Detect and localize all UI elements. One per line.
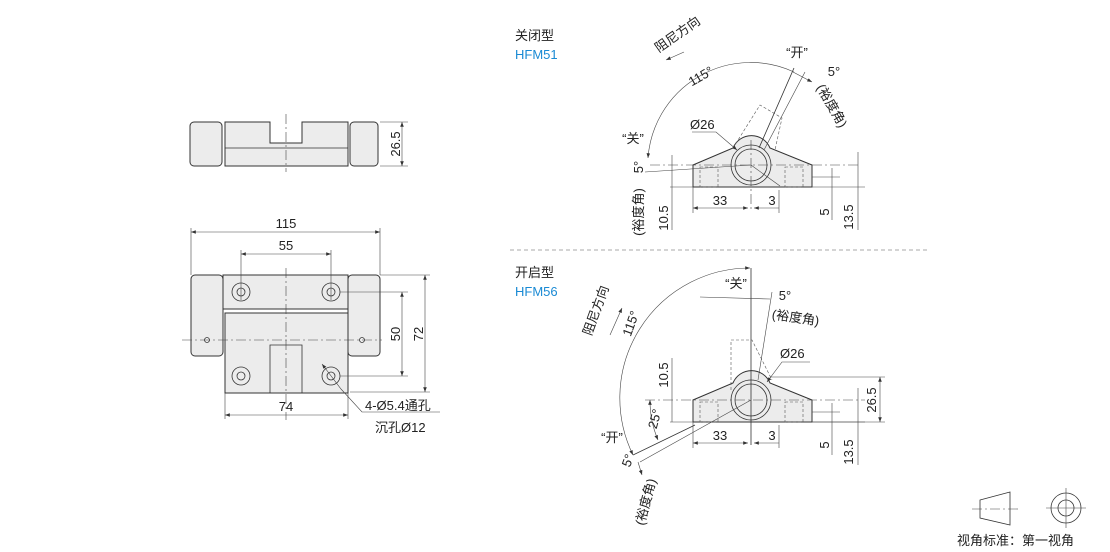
hole-spacing-dim-55: 55 — [279, 238, 293, 253]
open-damping-direction: 阻尼方向 — [580, 283, 612, 337]
overall-height-dim-72: 72 — [411, 327, 426, 341]
open-dim-26-5: 26.5 — [864, 387, 879, 412]
open-diameter: Ø26 — [780, 346, 805, 361]
width-dim-115: 115 — [276, 216, 297, 231]
open-dim-33: 33 — [713, 428, 727, 443]
hole-vertical-dim-50: 50 — [388, 327, 403, 341]
closed-margin-label-closed: (裕度角) — [631, 188, 646, 236]
closed-margin-angle-closed: 5° — [631, 161, 646, 173]
open-angle-25: 25° — [645, 407, 665, 430]
open-margin-label-closed: (裕度角) — [771, 307, 820, 328]
closed-dim-3: 3 — [768, 193, 775, 208]
open-type-model: HFM56 — [515, 284, 558, 299]
closed-type-title: 关闭型 — [515, 28, 554, 43]
closed-damping-direction: 阻尼方向 — [652, 13, 703, 55]
closed-dim-10-5: 10.5 — [656, 205, 671, 230]
closed-dim-33: 33 — [713, 193, 727, 208]
open-type-title: 开启型 — [515, 265, 554, 280]
base-width-dim-74: 74 — [279, 399, 293, 414]
open-margin-angle-open: 5° — [619, 452, 637, 469]
open-type-diagram: 开启型 HFM56 阻尼方向 115° “关” “开” 5° (裕度角) 5° … — [515, 265, 885, 527]
closed-angle-115: 115° — [686, 63, 716, 89]
projection-label: 视角标准：第一视角 — [957, 533, 1074, 548]
closed-diameter: Ø26 — [690, 117, 715, 132]
hole-note-through: 4-Ø5.4通孔 — [365, 398, 431, 413]
open-dim-13-5: 13.5 — [841, 439, 856, 464]
closed-type-diagram: 关闭型 HFM51 阻尼方向 115° “关” “开” 5° (裕度角) 5° … — [515, 13, 865, 236]
hole-note-counterbore: 沉孔Ø12 — [375, 420, 426, 435]
hinge-front-view: 115 55 74 50 72 4-Ø5.4通孔 沉孔Ø12 — [182, 216, 440, 435]
open-closed-label: “关” — [725, 276, 747, 291]
open-angle-115: 115° — [619, 309, 642, 339]
closed-margin-angle-open: 5° — [828, 64, 840, 79]
closed-type-model: HFM51 — [515, 47, 558, 62]
frustum-icon — [979, 491, 1011, 526]
open-open-label: “开” — [601, 430, 623, 445]
concentric-circles-icon — [1046, 488, 1086, 528]
open-dim-5: 5 — [817, 441, 832, 448]
projection-symbol: 视角标准：第一视角 — [957, 488, 1086, 548]
hinge-top-view: 26.5 — [189, 114, 408, 172]
closed-label: “关” — [622, 131, 644, 146]
open-label: “开” — [786, 45, 808, 60]
closed-margin-label-open: (裕度角) — [813, 81, 850, 130]
open-margin-label-open: (裕度角) — [632, 477, 659, 527]
closed-dim-5: 5 — [817, 208, 832, 215]
top-view-height-dim: 26.5 — [388, 131, 403, 156]
closed-dim-13-5: 13.5 — [841, 204, 856, 229]
open-dim-10-5: 10.5 — [656, 362, 671, 387]
open-margin-angle-closed: 5° — [779, 288, 791, 303]
open-dim-3: 3 — [768, 428, 775, 443]
